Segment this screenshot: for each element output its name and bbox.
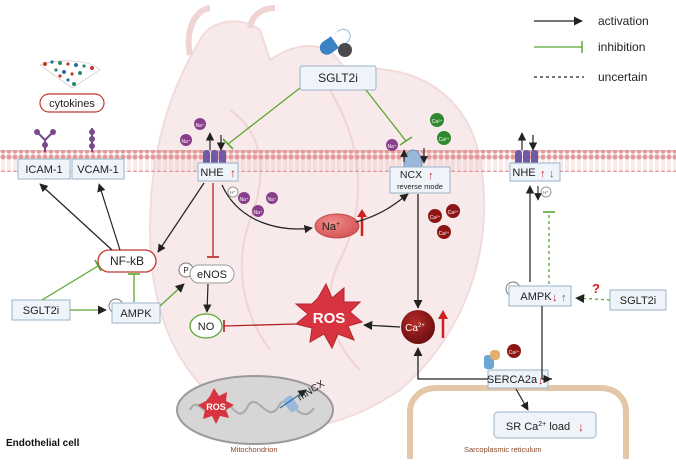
mncx-transporter-icon <box>283 395 299 413</box>
nfkb-label: NF-kB <box>110 254 144 268</box>
svg-text:Na⁺: Na⁺ <box>181 139 190 145</box>
inhibit-sglt2i-nfkb <box>41 265 99 301</box>
question-mark: ? <box>592 281 600 296</box>
sodium-ions: Na⁺ Na⁺ Na⁺ Na⁺ Na⁺ Na⁺ <box>180 118 398 217</box>
ampk-left-box <box>111 302 161 324</box>
svg-text:H⁺: H⁺ <box>230 190 236 195</box>
ros-label: ROS <box>313 310 346 327</box>
nfkb-node <box>97 249 157 273</box>
calcium-label: Ca2+ <box>405 323 425 334</box>
svg-text:Ca²⁺: Ca²⁺ <box>439 231 450 237</box>
arrow-serca-to-sr-load <box>515 388 529 411</box>
arrow-ampk-to-serca <box>541 306 552 380</box>
arrow-sodium-to-ncx <box>355 193 409 223</box>
ros-burst <box>294 282 364 350</box>
calcium-node <box>401 310 435 344</box>
svg-text:Ca²⁺: Ca²⁺ <box>432 119 443 125</box>
sr-load-box <box>493 411 597 439</box>
nhe-left-label: NHE <box>200 167 223 179</box>
arrow-calcium-to-ros <box>363 320 401 330</box>
sr-load-label: SR Ca2+ load <box>506 421 570 433</box>
nhe-right-label: NHE <box>512 167 535 179</box>
sodium-label: Na+ <box>322 221 340 233</box>
ncx-label: NCX <box>400 169 422 181</box>
mito-ros-burst <box>198 388 234 424</box>
arrow-nfkb-to-icam <box>39 183 113 251</box>
ncx-up-arrow: ↑ <box>428 170 434 182</box>
endothelial-cell-label: Endothelial cell <box>6 438 80 449</box>
mncx-arrow <box>279 389 307 409</box>
arrow-ampk-to-enos <box>159 283 185 307</box>
vcam-receptor-icon <box>89 128 95 152</box>
tablet-icon <box>338 43 352 57</box>
cell-membrane <box>0 150 676 172</box>
inhibit-sglt2i-nhe-left <box>227 87 301 145</box>
enos-label: eNOS <box>197 269 227 281</box>
icam-label: ICAM-1 <box>25 164 62 176</box>
legend-activation-label: activation <box>598 14 649 28</box>
uncertain-sglt2i-to-ampk-right <box>575 293 611 304</box>
enos-node <box>189 264 235 284</box>
serca-label: SERCA2a <box>487 374 538 386</box>
svg-text:Na⁺: Na⁺ <box>253 210 262 216</box>
legend-inhibition-label: inhibition <box>598 40 645 54</box>
svg-text:Ca²⁺: Ca²⁺ <box>430 215 441 221</box>
inhibit-ros-no <box>223 323 297 327</box>
vcam-box <box>71 158 125 180</box>
svg-text:Na⁺: Na⁺ <box>267 197 276 203</box>
ampk-right-box <box>508 285 572 307</box>
drug-capsule-icon <box>319 28 351 55</box>
vcam-label: VCAM-1 <box>77 164 119 176</box>
nhe-right-box <box>509 162 561 182</box>
nhe-left-up-arrow: ↑ <box>230 166 236 180</box>
svg-text:P: P <box>183 266 188 275</box>
cytokines-badge <box>39 93 105 113</box>
cytokines-icon <box>39 60 101 89</box>
sglt2i-right-label: SGLT2i <box>620 295 656 307</box>
legend: activation inhibition uncertain <box>534 14 649 84</box>
arrow-nhe-to-nfkb <box>157 182 205 253</box>
no-node <box>189 313 223 339</box>
ampk-right-label: AMPK <box>520 291 552 303</box>
ncx-mode-label: reverse mode <box>397 182 443 191</box>
sr-load-down-arrow: ↓ <box>578 420 584 434</box>
legend-uncertain-label: uncertain <box>598 70 647 84</box>
svg-text:Ca²⁺: Ca²⁺ <box>439 137 450 143</box>
icam-receptor-icon <box>34 129 56 152</box>
sglt2i-top-box <box>299 65 377 91</box>
icam-box <box>17 158 71 180</box>
sodium-overload-node <box>314 213 360 239</box>
svg-text:Na⁺: Na⁺ <box>195 123 204 129</box>
nhe-right-up-arrow: ↑ <box>540 168 546 180</box>
inhibit-sglt2i-ncx <box>365 89 407 142</box>
ampk-left-label: AMPK <box>120 308 152 320</box>
sglt2i-top-label: SGLT2i <box>318 71 358 85</box>
svg-text:Na⁺: Na⁺ <box>387 144 396 150</box>
cytokines-label: cytokines <box>49 98 95 110</box>
arrow-nfkb-to-vcam <box>97 183 121 251</box>
proton-ions: H⁺ H⁺ <box>227 186 552 198</box>
sglt2i-left-label: SGLT2i <box>23 305 59 317</box>
svg-text:Ca²⁺: Ca²⁺ <box>509 350 520 356</box>
svg-text:H⁺: H⁺ <box>543 190 549 195</box>
svg-text:Ca²⁺: Ca²⁺ <box>448 210 459 216</box>
ampk-right-up-arrow: ↑ <box>561 292 567 304</box>
ncx-box <box>389 166 451 194</box>
nhe-left-box <box>197 162 239 182</box>
arrow-serca-to-calcium <box>413 347 488 380</box>
arrow-nhe-to-sodium <box>221 184 313 234</box>
sr-label: Sarcoplasmic reticulum <box>464 445 542 454</box>
serca-pump-icon <box>484 350 500 369</box>
arrow-enos-to-no <box>203 283 212 313</box>
serca-down-arrow: ↓ <box>538 375 544 387</box>
ampk-right-down-arrow: ↓ <box>552 292 558 304</box>
svg-text:Na⁺: Na⁺ <box>239 197 248 203</box>
mitochondrion-label: Mitochondrion <box>230 445 277 454</box>
nhe-right-down-arrow: ↓ <box>549 168 555 180</box>
mito-ros-label: ROS <box>206 402 226 412</box>
no-label: NO <box>198 321 215 333</box>
